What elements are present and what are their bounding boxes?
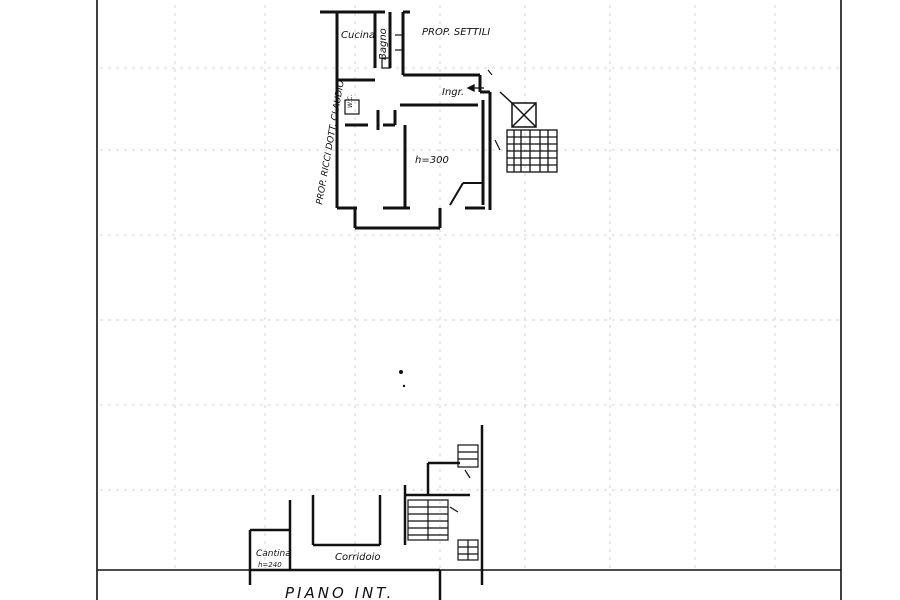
stair-icon bbox=[506, 129, 558, 173]
cucina-label: Cucina bbox=[341, 30, 375, 41]
grid-paper bbox=[100, 5, 840, 570]
lower-stair-icon bbox=[407, 444, 479, 561]
upper-fixtures bbox=[344, 34, 501, 151]
prop-ricci-label: PROP. RICCI DOTT. CLAUDIO bbox=[315, 80, 347, 206]
prop-settili-label: PROP. SETTILI bbox=[422, 27, 490, 38]
entry-arrow-icon bbox=[466, 83, 484, 93]
h300-label: h=300 bbox=[415, 155, 449, 166]
wc-mark-label: W.C. bbox=[347, 94, 354, 108]
corridoio-label: Corridoio bbox=[335, 552, 380, 563]
north-arrow-icon bbox=[399, 370, 406, 388]
lower-floor-plan bbox=[248, 425, 484, 600]
ingr-label: Ingr. bbox=[442, 87, 464, 98]
bagno-label: Bagno bbox=[378, 28, 389, 60]
cantina-label: Cantina bbox=[256, 549, 291, 559]
lift-cross-icon bbox=[499, 91, 537, 128]
piano-int-label: PIANO INT. bbox=[285, 584, 394, 600]
sheet-border bbox=[96, 0, 842, 600]
cantina-height-label: h=240 bbox=[258, 561, 282, 569]
upper-floor-plan bbox=[320, 10, 492, 230]
